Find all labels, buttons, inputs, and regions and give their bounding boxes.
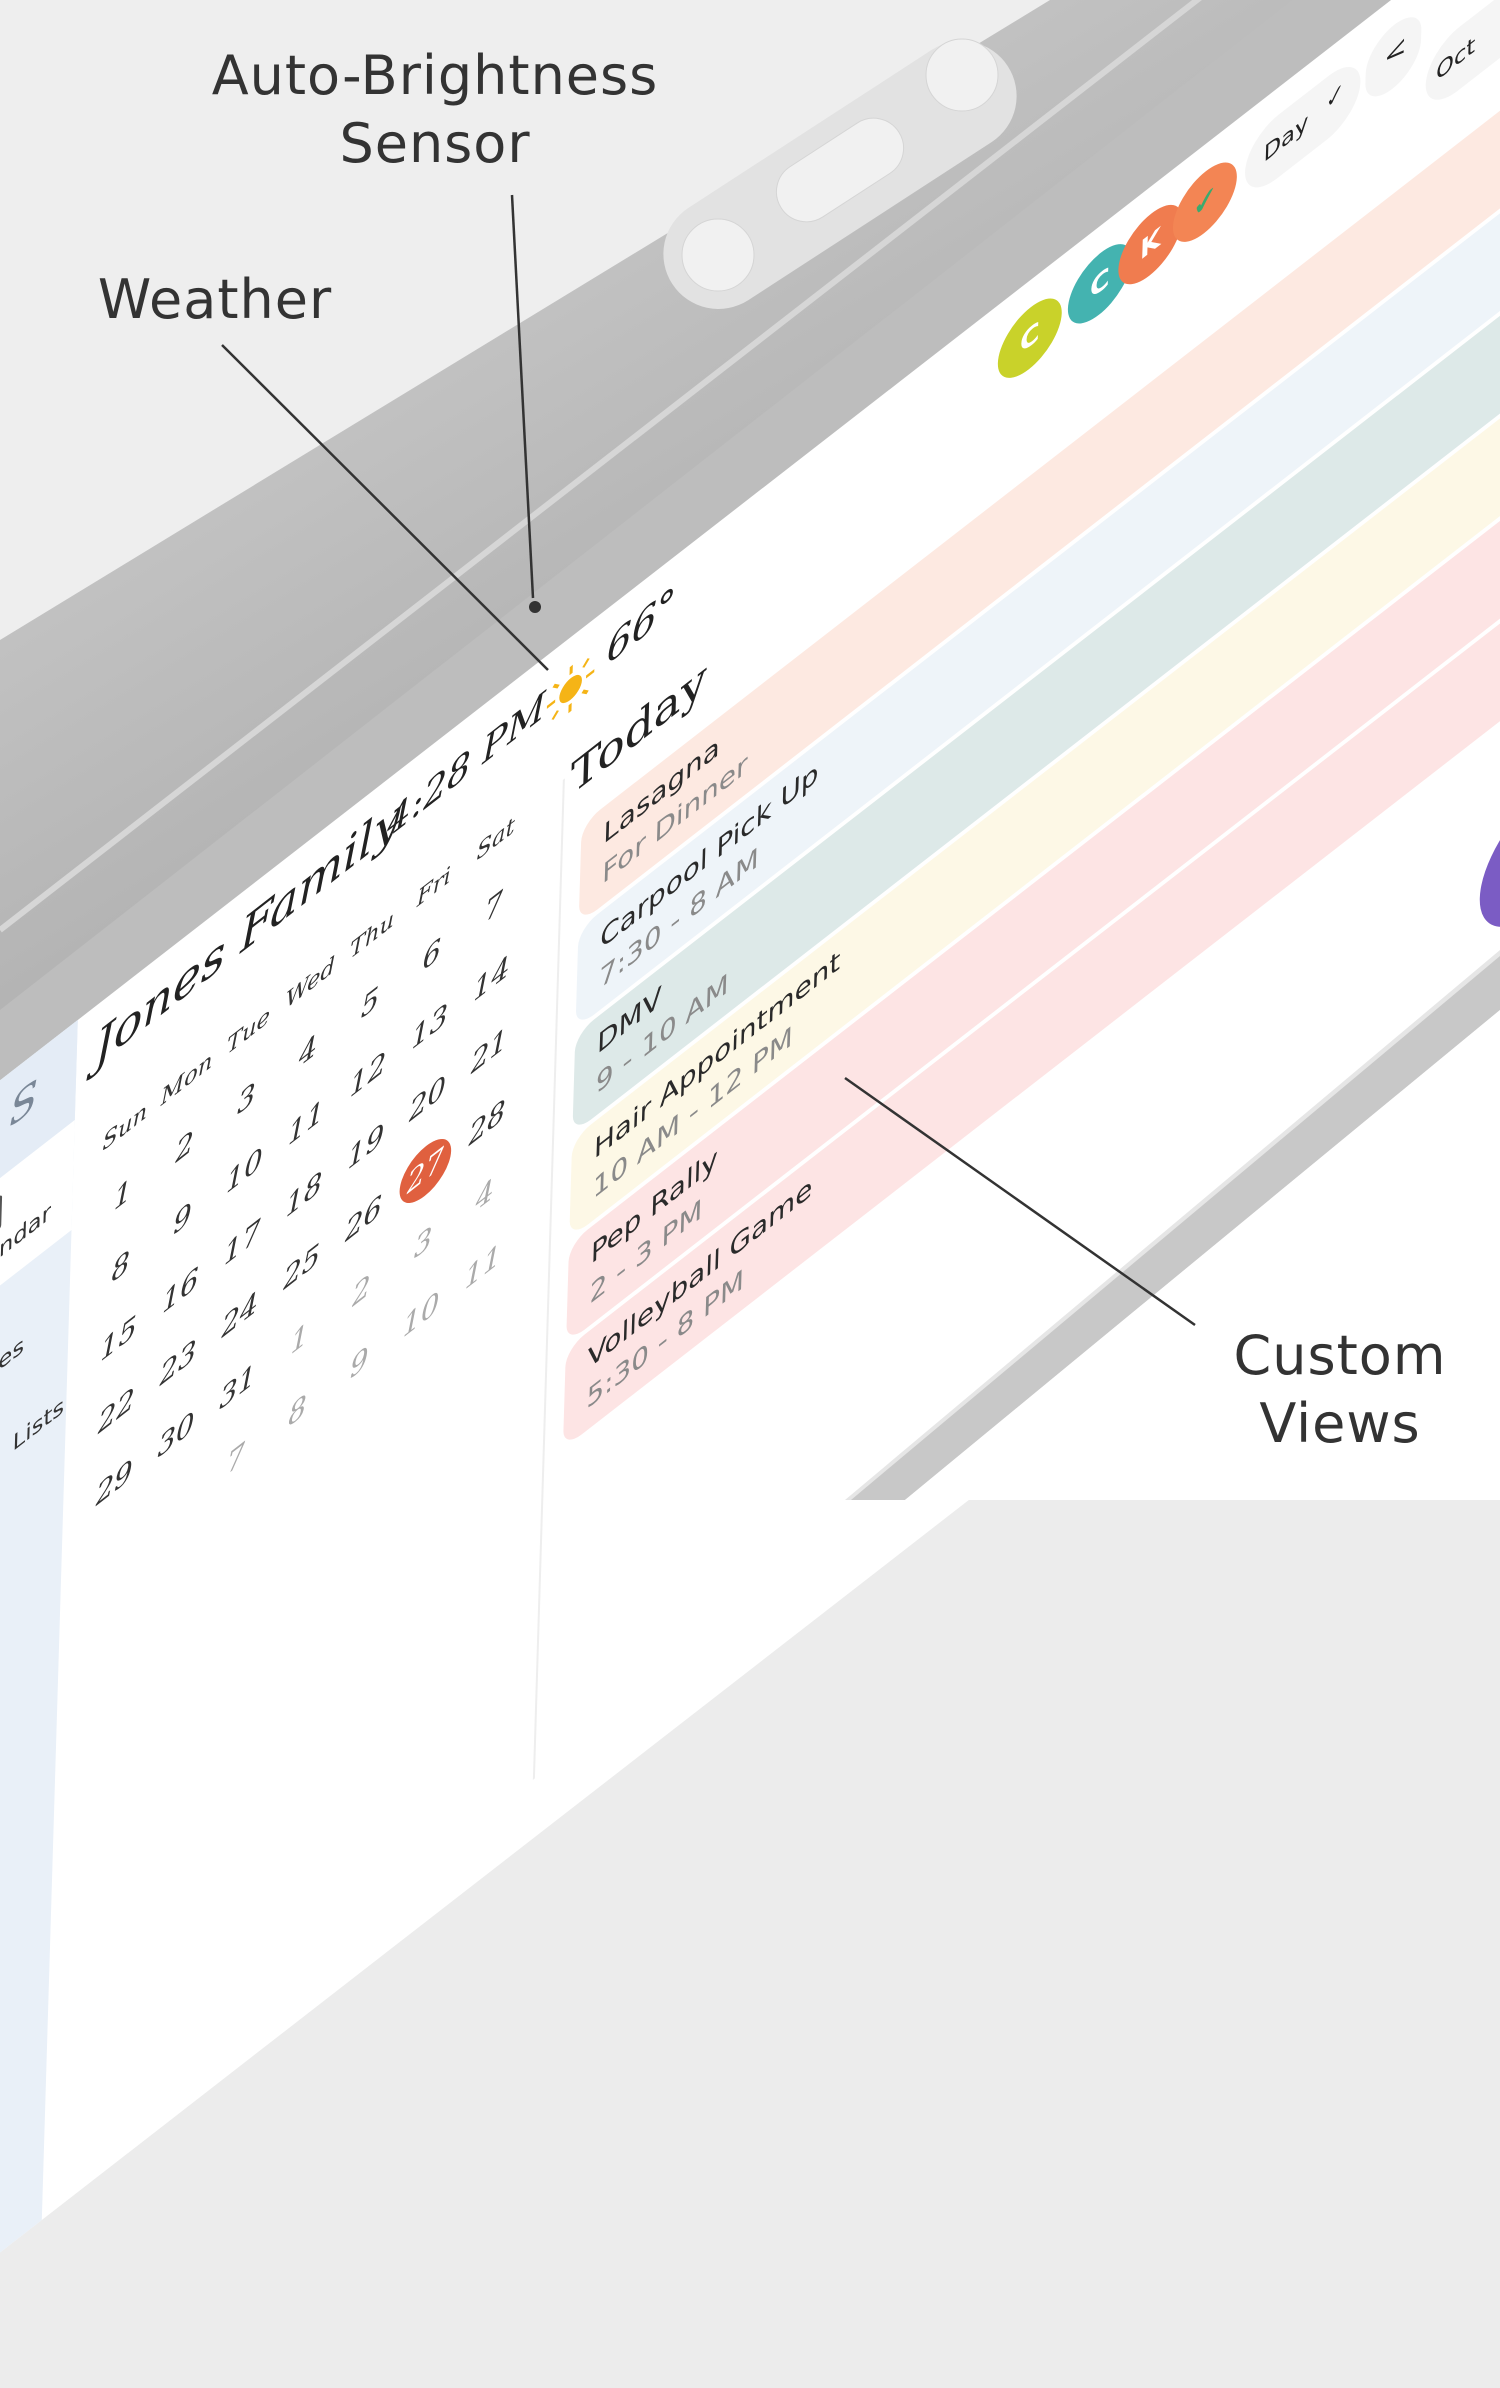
label-line: Auto-Brightness [160,42,710,110]
label-line: Custom [1200,1322,1480,1390]
label-auto-brightness-sensor: Auto-Brightness Sensor [160,42,710,178]
light-sensor [529,601,541,613]
label-custom-views: Custom Views [1200,1322,1480,1458]
leader-lines [222,195,1195,1325]
frame-bottom-edge [0,0,1500,1500]
label-line: Views [1200,1390,1480,1458]
label-weather: Weather [80,266,350,334]
label-line: Sensor [160,110,710,178]
